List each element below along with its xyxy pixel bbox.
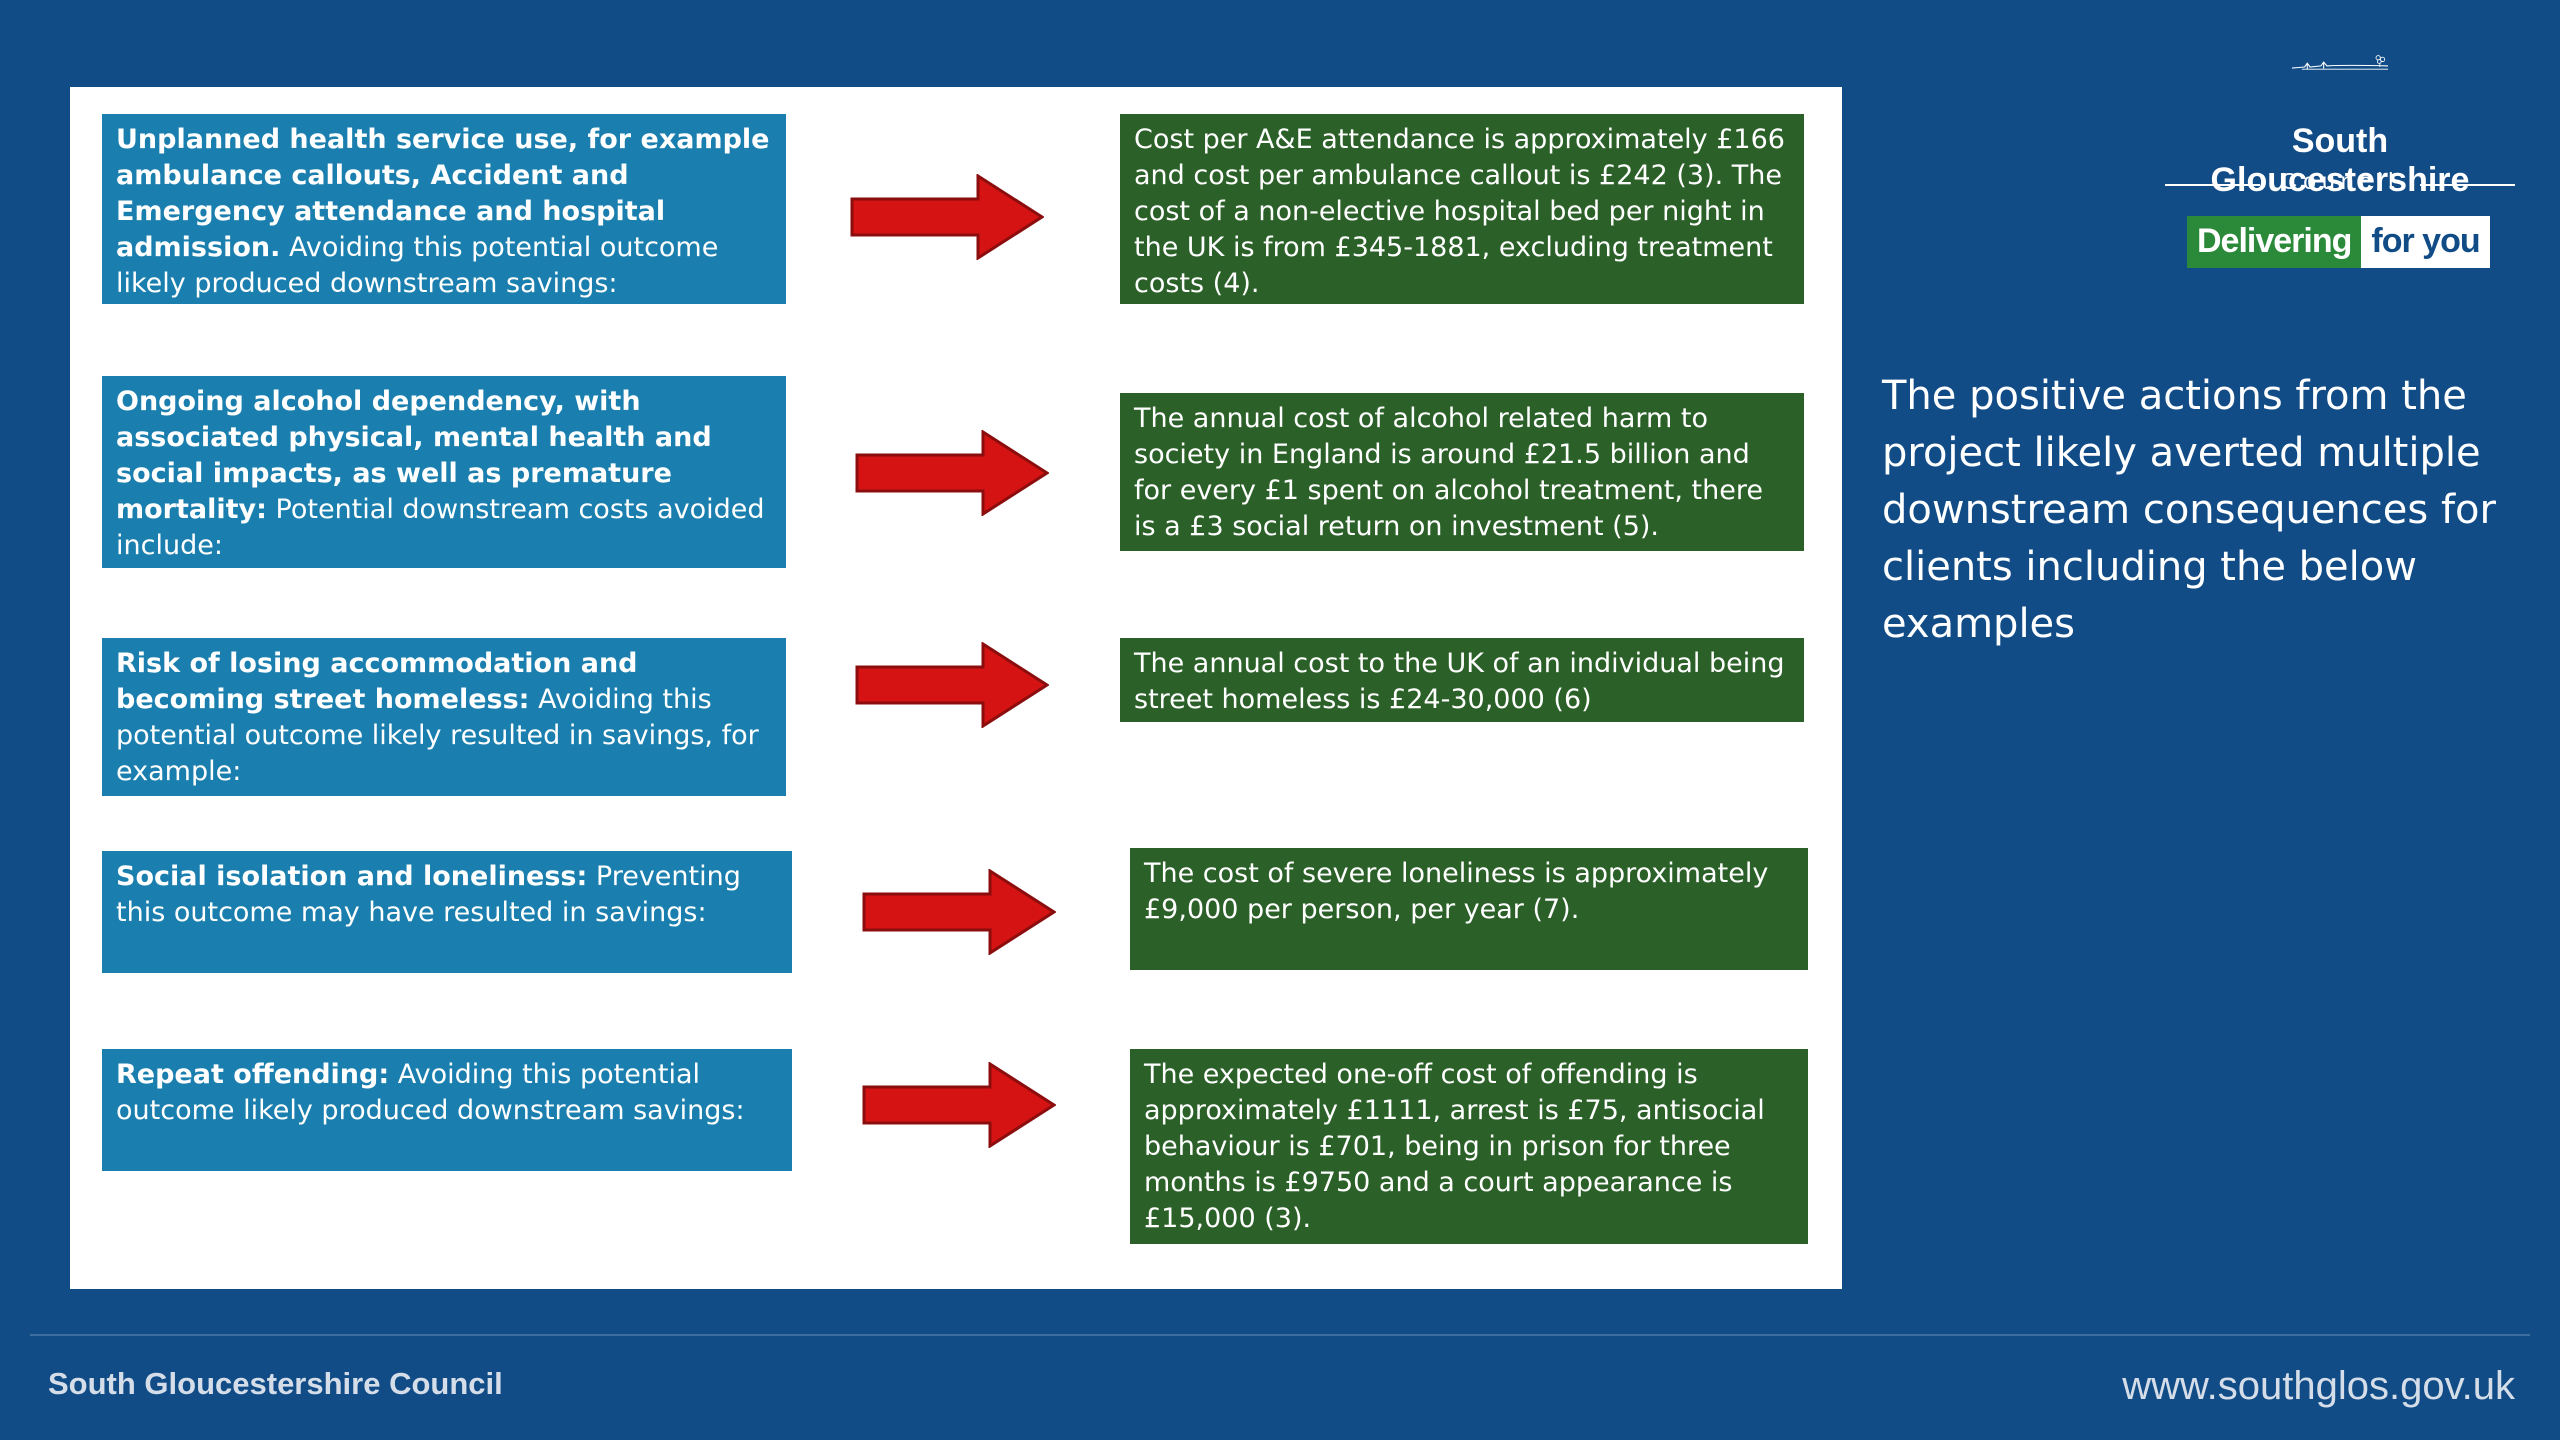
outcome-text: Avoiding this potential outcome likely p… (116, 232, 719, 299)
cost-text: The annual cost to the UK of an individu… (1134, 648, 1785, 715)
cost-text: The cost of severe loneliness is approxi… (1144, 858, 1769, 925)
arrow-right-icon (862, 869, 1056, 955)
outcome-box: Unplanned health service use, for exampl… (102, 114, 786, 304)
bridge-logo-icon (2291, 55, 2389, 70)
outcome-heading: Unplanned health service use, for exampl… (116, 124, 770, 263)
cost-box: The cost of severe loneliness is approxi… (1130, 848, 1808, 970)
footer-divider (30, 1334, 2530, 1336)
tagline-part-a: Delivering (2187, 216, 2362, 268)
intro-text: The positive actions from the project li… (1882, 373, 2496, 647)
outcome-heading: Repeat offending: (116, 1059, 390, 1090)
outcome-heading: Social isolation and loneliness: (116, 861, 588, 892)
org-name: South Gloucestershire (2210, 122, 2470, 199)
outcome-heading: Risk of losing accommodation and becomin… (116, 648, 638, 715)
outcome-heading: Ongoing alcohol dependency, with associa… (116, 386, 712, 525)
arrow-right-icon (850, 174, 1044, 260)
cost-text: The expected one-off cost of offending i… (1144, 1059, 1765, 1234)
outcome-text: Avoiding this potential outcome likely r… (116, 684, 759, 787)
outcome-text: Avoiding this potential outcome likely p… (116, 1059, 745, 1126)
footer-org-name: South Gloucestershire Council (48, 1366, 503, 1401)
outcome-box: Repeat offending: Avoiding this potentia… (102, 1049, 792, 1171)
arrow-right-icon (855, 430, 1049, 516)
arrow-right-icon (855, 642, 1049, 728)
cost-text: Cost per A&E attendance is approximately… (1134, 124, 1785, 299)
divider (2165, 184, 2260, 186)
outcome-text: Preventing this outcome may have resulte… (116, 861, 741, 928)
cost-box: Cost per A&E attendance is approximately… (1120, 114, 1804, 304)
outcome-box: Ongoing alcohol dependency, with associa… (102, 376, 786, 568)
cost-box: The expected one-off cost of offending i… (1130, 1049, 1808, 1244)
outcome-box: Risk of losing accommodation and becomin… (102, 638, 786, 796)
footer-website-link[interactable]: www.southglos.gov.uk (2122, 1364, 2515, 1408)
tagline-part-b: for you (2361, 216, 2490, 268)
cost-text: The annual cost of alcohol related harm … (1134, 403, 1763, 542)
outcome-text: Potential downstream costs avoided inclu… (116, 494, 765, 561)
cost-box: The annual cost to the UK of an individu… (1120, 638, 1804, 722)
outcome-box: Social isolation and loneliness: Prevent… (102, 851, 792, 973)
council-label: Council (2280, 168, 2400, 194)
tagline-badge: Delivering for you (2187, 216, 2490, 268)
arrow-right-icon (862, 1062, 1056, 1148)
divider (2420, 184, 2515, 186)
cost-box: The annual cost of alcohol related harm … (1120, 393, 1804, 551)
